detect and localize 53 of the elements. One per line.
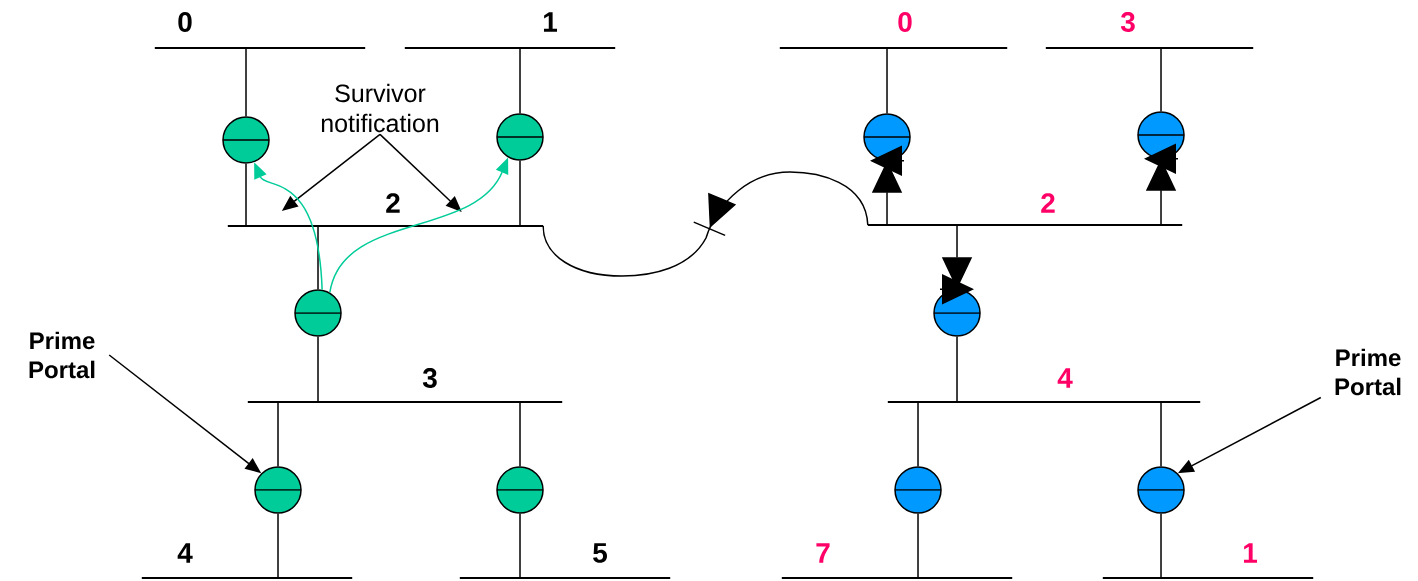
bus-line bbox=[140, 577, 354, 579]
link-line bbox=[519, 160, 521, 227]
portal-symbol bbox=[496, 466, 544, 514]
bus-line bbox=[778, 47, 1009, 49]
link-line bbox=[1160, 513, 1162, 579]
callout-text: Prime Portal bbox=[29, 331, 95, 379]
bus-label: 1 bbox=[1244, 543, 1257, 563]
link-line bbox=[519, 47, 521, 114]
portal-symbol bbox=[254, 466, 302, 514]
link-line bbox=[277, 401, 279, 467]
link-line bbox=[917, 513, 919, 579]
portal-symbol bbox=[496, 113, 544, 161]
bus-label: 4 bbox=[177, 543, 193, 563]
link-line bbox=[917, 401, 919, 467]
bus-line bbox=[780, 577, 1014, 579]
bus-label: 2 bbox=[386, 193, 400, 213]
link-line bbox=[245, 163, 247, 227]
bus-line bbox=[226, 225, 545, 227]
link-line bbox=[1160, 47, 1162, 112]
portal-symbol bbox=[222, 116, 270, 164]
bus-line bbox=[1044, 47, 1255, 49]
link-line bbox=[1160, 401, 1162, 467]
bus-label: 2 bbox=[1041, 193, 1055, 213]
bus-label: 7 bbox=[816, 543, 830, 563]
portal-symbol bbox=[1137, 466, 1185, 514]
portal-symbol bbox=[894, 466, 942, 514]
callout-text: Prime Portal bbox=[1335, 348, 1401, 396]
bus-label: 3 bbox=[1120, 12, 1135, 32]
bus-line bbox=[458, 577, 672, 579]
arrow bbox=[379, 133, 462, 212]
bus-label: 3 bbox=[422, 368, 437, 388]
bus-line bbox=[866, 224, 1184, 226]
arrow bbox=[542, 171, 869, 277]
bus-label: 1 bbox=[544, 12, 557, 32]
link-line bbox=[277, 513, 279, 579]
bus-line bbox=[153, 47, 367, 49]
bus-label: 0 bbox=[898, 12, 912, 32]
bus-label: 0 bbox=[178, 12, 192, 32]
link-line bbox=[519, 513, 521, 579]
bus-line bbox=[246, 401, 564, 403]
link-line bbox=[956, 336, 958, 403]
portal-symbol bbox=[294, 289, 342, 337]
link-line bbox=[886, 47, 888, 114]
link-line bbox=[317, 225, 319, 290]
link-line bbox=[317, 336, 319, 403]
bus-line bbox=[1101, 577, 1315, 579]
bus-line bbox=[403, 47, 617, 49]
bus-label: 5 bbox=[593, 543, 607, 563]
link-line bbox=[519, 401, 521, 467]
callout-text: Survivor notification bbox=[321, 83, 439, 133]
bus-label: 4 bbox=[1057, 368, 1073, 388]
bus-line bbox=[886, 401, 1202, 403]
link-line bbox=[245, 47, 247, 117]
